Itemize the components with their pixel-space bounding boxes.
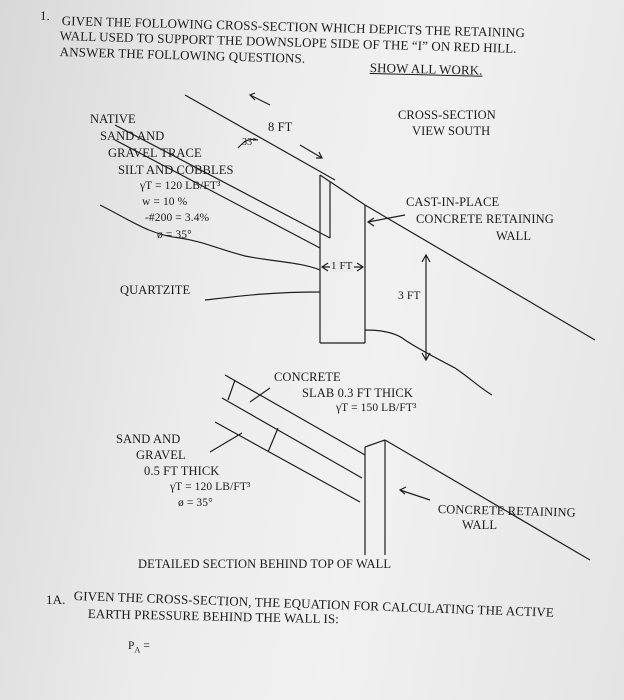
native-layer-line-lower [114,139,321,249]
detail-surface-line [224,374,366,456]
distance-arrow-lower-head [316,151,323,159]
concrete-leader [249,387,271,403]
wall-top-slope [319,174,366,206]
sand-label-line2: GRAVEL [136,448,186,462]
bedrock-profile-left [204,291,321,301]
concrete-label-line3: γT = 150 LB/FT³ [336,402,417,414]
native-line-1: NATIVE [90,112,136,126]
sand-label-line1: SAND AND [116,432,181,446]
wall-label-line3: WALL [496,229,532,243]
wall-leader [367,214,406,223]
view-label-line2: VIEW SOUTH [412,124,491,138]
concrete-label-line2: SLAB 0.3 FT THICK [302,386,413,400]
answer-equals: = [140,640,150,652]
bedrock-profile-right [364,329,493,396]
bedrock-profile-upper [99,204,321,271]
detail-downslope [384,439,591,561]
detail-wall-label-line2: WALL [462,518,498,532]
native-line-3: GRAVEL TRACE [108,146,202,160]
slab-thickness-arrow [227,379,236,401]
answer-symbol: P [128,640,135,652]
soil-fines: -#200 = 3.4% [145,212,210,224]
angle-label: 33° [242,137,257,148]
wall-height-arrow-bottom [421,352,431,362]
sand-label-line3: 0.5 FT THICK [144,464,220,478]
native-layer-line [114,124,331,239]
concrete-label-line1: CONCRETE [274,370,341,384]
question-1a-number: 1A. [46,592,66,607]
soil-friction-angle: ø = 35° [157,229,192,241]
sand-leader [209,432,243,453]
wall-leader-head [366,217,375,227]
soil-unit-weight: γT = 120 LB/FT³ [140,180,221,192]
detail-slab-line [221,397,363,479]
native-line-4: SILT AND COBBLES [118,163,234,177]
downslope-line [364,204,596,341]
distance-label: 8 FT [268,120,293,134]
view-label-line1: CROSS-SECTION [398,108,496,122]
detail-wall-top [364,439,386,448]
detail-wall-leader [399,489,431,501]
answer-pa-label: PA = [128,640,150,654]
detail-wall-leader-head [398,486,407,495]
gravel-thickness-arrow [267,427,279,453]
top-ground-line [184,94,336,181]
distance-arrow-head [248,92,256,101]
wall-height-label: 3 FT [398,290,421,302]
wall-label-line1: CAST-IN-PLACE [406,195,500,209]
answer-subscript: A [134,645,141,655]
wall-width-arrow-right [356,262,365,272]
bedrock-label: QUARTZITE [120,283,191,297]
sand-label-line5: ø = 35° [178,497,213,509]
wall-height-arrow-top [421,253,431,263]
soil-moisture: w = 10 % [142,196,188,208]
slope-angle-arc [237,138,259,149]
distance-arrow-lower [299,144,323,159]
detail-caption: DETAILED SECTION BEHIND TOP OF WALL [138,557,392,571]
sand-label-line4: γT = 120 LB/FT³ [170,481,251,493]
wall-width-label: 1 FT [330,260,354,272]
wall-label-line2: CONCRETE RETAINING [416,212,554,226]
wall-width-arrow-left [320,262,329,272]
native-line-2: SAND AND [100,129,165,143]
distance-arrow [249,94,271,106]
